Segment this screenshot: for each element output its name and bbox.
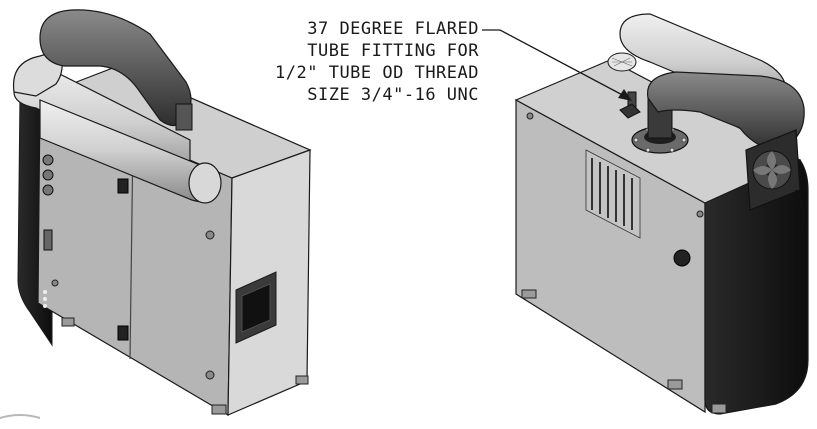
right-unit-intake-duct bbox=[646, 71, 805, 151]
left-unit-latch-upper bbox=[117, 178, 129, 194]
callout-label: 37 DEGREE FLARED TUBE FITTING FOR 1/2" T… bbox=[275, 18, 479, 106]
right-unit-knob bbox=[673, 249, 691, 267]
callout-leader bbox=[482, 29, 632, 101]
right-unit-louver-grille bbox=[585, 149, 641, 239]
left-unit-latch-lower bbox=[117, 325, 129, 341]
right-unit-cable bbox=[794, 189, 805, 231]
callout-line-4: SIZE 3/4"-16 UNC bbox=[307, 85, 479, 105]
right-unit-black-side bbox=[704, 159, 809, 415]
leader-arrowhead bbox=[618, 89, 632, 101]
callout-line-3: 1/2" TUBE OD THREAD bbox=[275, 63, 479, 83]
right-unit bbox=[514, 13, 809, 415]
callout-line-2: TUBE FITTING FOR bbox=[307, 41, 479, 61]
left-unit bbox=[12, 9, 312, 417]
right-unit-fan bbox=[745, 129, 801, 211]
tube-fitting bbox=[619, 91, 641, 119]
callout-line-1: 37 DEGREE FLARED bbox=[307, 19, 479, 39]
